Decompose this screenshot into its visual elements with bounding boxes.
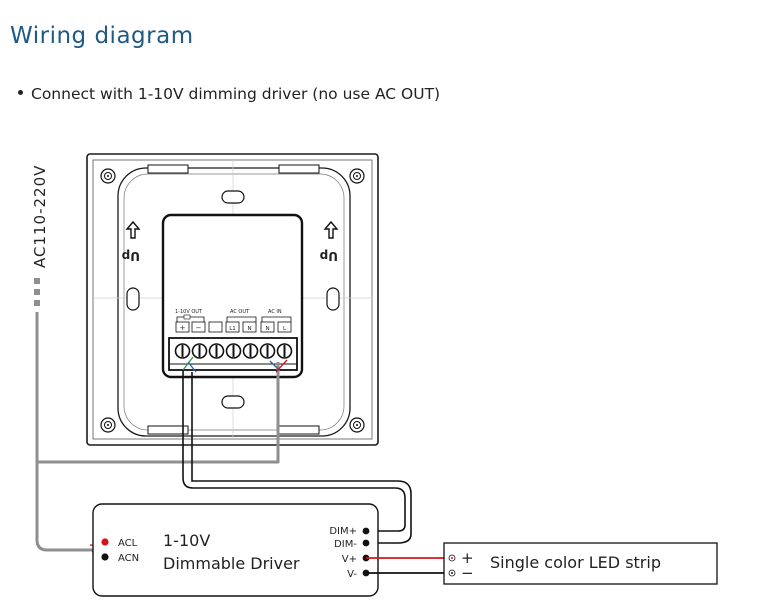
driver-title: 1-10V [163, 531, 210, 550]
driver-output-label: V+ [342, 554, 357, 565]
driver-acl-terminal [101, 538, 109, 546]
power-source-label: AC110-220V [31, 165, 49, 268]
screw-icon [349, 168, 365, 184]
power-dash-marks [34, 278, 40, 306]
terminal-screw-icon [242, 343, 259, 359]
terminal-label-row [175, 321, 292, 333]
terminal-label: L1 [229, 326, 236, 332]
terminal-screw-icon [276, 343, 293, 359]
up-label: Up [319, 249, 338, 263]
driver-acn-terminal [101, 553, 109, 561]
driver-output-label: DIM+ [329, 526, 357, 537]
led-strip-label: Single color LED strip [490, 553, 661, 572]
mount-slot [326, 287, 340, 311]
panel-back: Up Up 1-10V OUT AC OUT AC IN + [86, 153, 379, 446]
terminal-label: N [247, 326, 251, 332]
terminal-screw-icon [191, 343, 208, 359]
driver-dim-plus-terminal [362, 527, 370, 535]
panel-mount-plate-inner [123, 173, 345, 431]
driver-output-label: V- [347, 569, 357, 580]
mount-slot [126, 287, 140, 311]
terminal-screw-icon [208, 343, 225, 359]
instruction-text: Connect with 1-10V dimming driver (no us… [31, 85, 441, 103]
terminal-label: L [283, 326, 287, 332]
panel-clip [147, 425, 189, 435]
terminal-group-label: AC OUT [230, 309, 250, 315]
instruction-line: Connect with 1-10V dimming driver (no us… [18, 85, 440, 103]
terminal-label: − [196, 324, 202, 332]
driver-input-label: ACL [118, 538, 138, 549]
terminal-label: N [265, 326, 269, 332]
screw-icon [349, 417, 365, 433]
panel-mount-plate [117, 167, 351, 437]
panel-clip [278, 425, 320, 435]
led-minus-label: − [461, 564, 474, 582]
control-module [161, 213, 304, 379]
up-arrow-icon [323, 220, 339, 239]
terminal-label: + [180, 324, 186, 332]
screw-icon [100, 417, 116, 433]
bullet-dot [18, 90, 23, 95]
screw-icon [100, 168, 116, 184]
panel-clip [278, 164, 320, 174]
driver-dim-minus-terminal [362, 539, 370, 547]
wire-power-n [35, 312, 103, 552]
terminal-screws [174, 343, 293, 359]
terminal-screw-icon [174, 343, 191, 359]
wire-dim-plus [182, 370, 406, 532]
panel-frame-inner [92, 159, 373, 440]
terminal-group-label: AC IN [268, 309, 282, 315]
page-title: Wiring diagram [10, 23, 194, 50]
terminal-screw-icon [225, 343, 242, 359]
up-label: Up [121, 249, 140, 263]
mount-slot [221, 395, 245, 409]
terminal-group-label: 1-10V OUT [175, 309, 203, 315]
panel-clip [147, 164, 189, 174]
led-plus-label: + [461, 549, 474, 567]
driver-input-label: ACN [118, 553, 139, 564]
up-arrow-icon [125, 220, 141, 239]
led-strip-box [443, 542, 718, 585]
driver-output-label: DIM- [334, 539, 357, 550]
mount-slot [221, 190, 245, 204]
driver-subtitle: Dimmable Driver [163, 554, 300, 573]
wire-dim-minus [191, 372, 412, 544]
terminal-screw-icon [259, 343, 276, 359]
driver-box [92, 503, 379, 597]
